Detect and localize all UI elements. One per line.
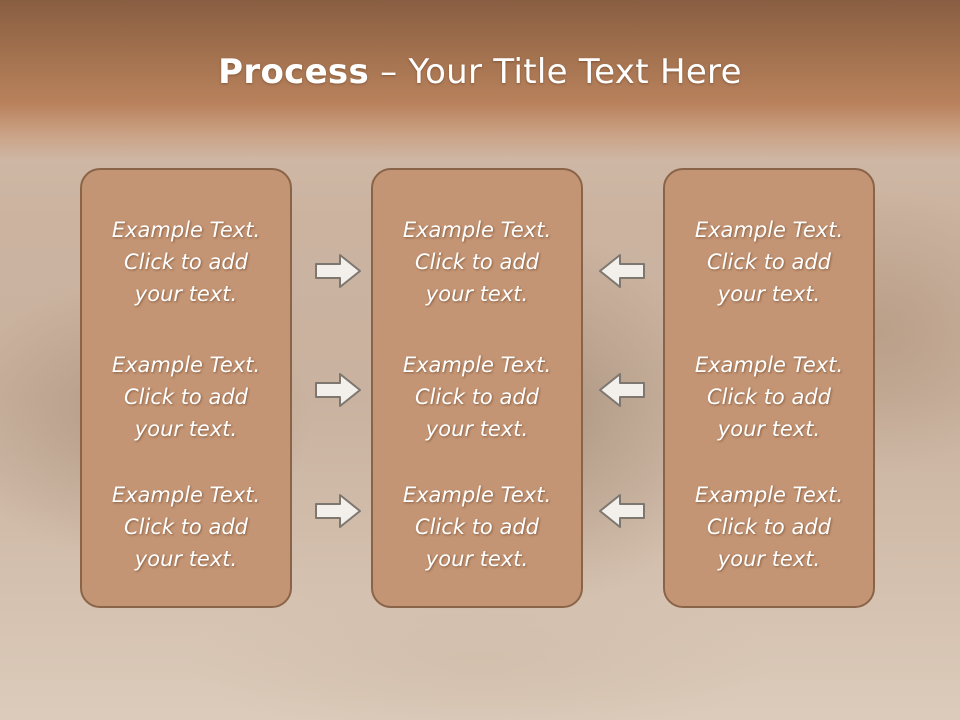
text-placeholder[interactable]: Example Text. Click to add your text. — [373, 349, 581, 445]
text-line: Example Text. — [111, 483, 261, 507]
text-line: your text. — [134, 282, 238, 306]
text-line: your text. — [425, 282, 529, 306]
text-line: Click to add — [414, 385, 539, 409]
header-band — [0, 0, 960, 160]
text-line: Click to add — [414, 515, 539, 539]
text-line: Click to add — [123, 250, 248, 274]
text-line: Example Text. — [694, 353, 844, 377]
text-line: Example Text. — [402, 483, 552, 507]
text-line: your text. — [717, 282, 821, 306]
text-line: your text. — [425, 547, 529, 571]
left-arrow-icon — [599, 494, 645, 528]
slide-title[interactable]: Process – Your Title Text Here — [0, 52, 960, 92]
right-arrow-icon — [315, 254, 361, 288]
text-placeholder[interactable]: Example Text. Click to add your text. — [82, 479, 290, 575]
text-line: your text. — [425, 417, 529, 441]
text-placeholder[interactable]: Example Text. Click to add your text. — [82, 349, 290, 445]
text-line: your text. — [134, 547, 238, 571]
text-line: Click to add — [414, 250, 539, 274]
title-rest: – Your Title Text Here — [369, 52, 742, 92]
text-placeholder[interactable]: Example Text. Click to add your text. — [665, 349, 873, 445]
process-column-right[interactable]: Example Text. Click to add your text. Ex… — [663, 168, 875, 608]
text-line: Example Text. — [111, 353, 261, 377]
text-line: Click to add — [123, 515, 248, 539]
text-line: your text. — [717, 417, 821, 441]
text-line: Click to add — [123, 385, 248, 409]
text-placeholder[interactable]: Example Text. Click to add your text. — [373, 479, 581, 575]
text-line: Example Text. — [402, 353, 552, 377]
text-line: Click to add — [706, 385, 831, 409]
text-line: Example Text. — [694, 218, 844, 242]
text-line: Click to add — [706, 515, 831, 539]
text-placeholder[interactable]: Example Text. Click to add your text. — [82, 214, 290, 310]
right-arrow-icon — [315, 494, 361, 528]
title-bold: Process — [218, 52, 370, 92]
text-placeholder[interactable]: Example Text. Click to add your text. — [373, 214, 581, 310]
text-line: Example Text. — [111, 218, 261, 242]
text-line: Example Text. — [402, 218, 552, 242]
right-arrow-icon — [315, 373, 361, 407]
text-line: your text. — [717, 547, 821, 571]
process-column-left[interactable]: Example Text. Click to add your text. Ex… — [80, 168, 292, 608]
left-arrow-icon — [599, 373, 645, 407]
text-line: Click to add — [706, 250, 831, 274]
text-line: your text. — [134, 417, 238, 441]
text-placeholder[interactable]: Example Text. Click to add your text. — [665, 479, 873, 575]
left-arrow-icon — [599, 254, 645, 288]
text-placeholder[interactable]: Example Text. Click to add your text. — [665, 214, 873, 310]
text-line: Example Text. — [694, 483, 844, 507]
process-column-middle[interactable]: Example Text. Click to add your text. Ex… — [371, 168, 583, 608]
